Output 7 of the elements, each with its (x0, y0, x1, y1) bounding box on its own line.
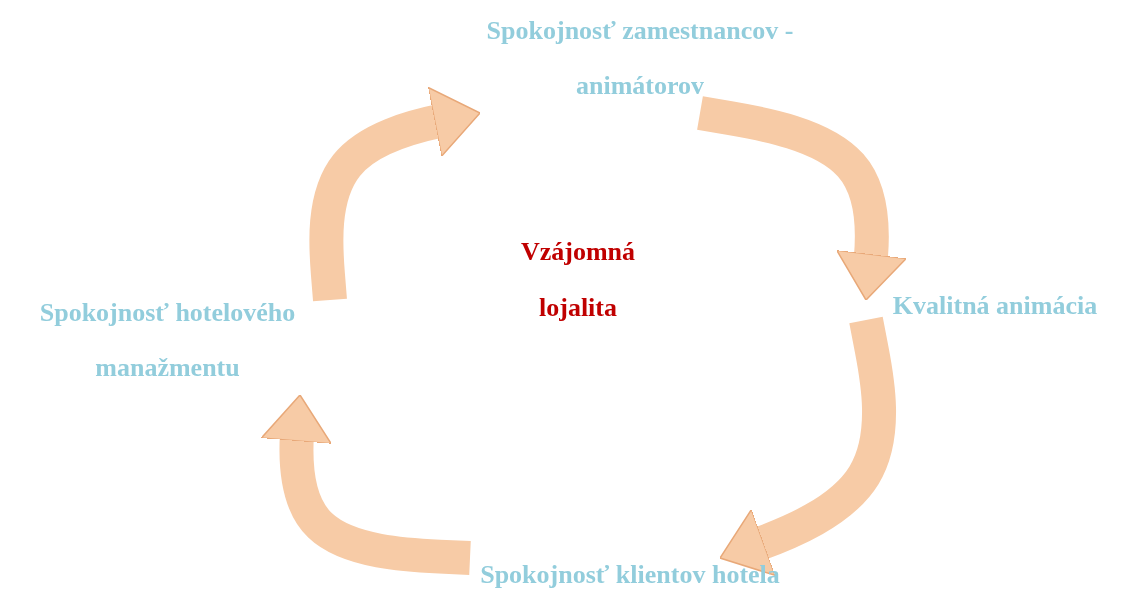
stage-label: Spokojnosť klientov hotela (479, 559, 781, 591)
stage-label: Kvalitná animácia (891, 290, 1099, 322)
stage-label: Spokojnosť zamestnancov - animátorov (485, 15, 795, 102)
center-label: Vzájomná lojalita (519, 236, 637, 324)
stage-label: Spokojnosť hotelového manažmentu (38, 297, 297, 384)
curved-arrow (260, 393, 471, 575)
curved-arrow (697, 96, 907, 303)
